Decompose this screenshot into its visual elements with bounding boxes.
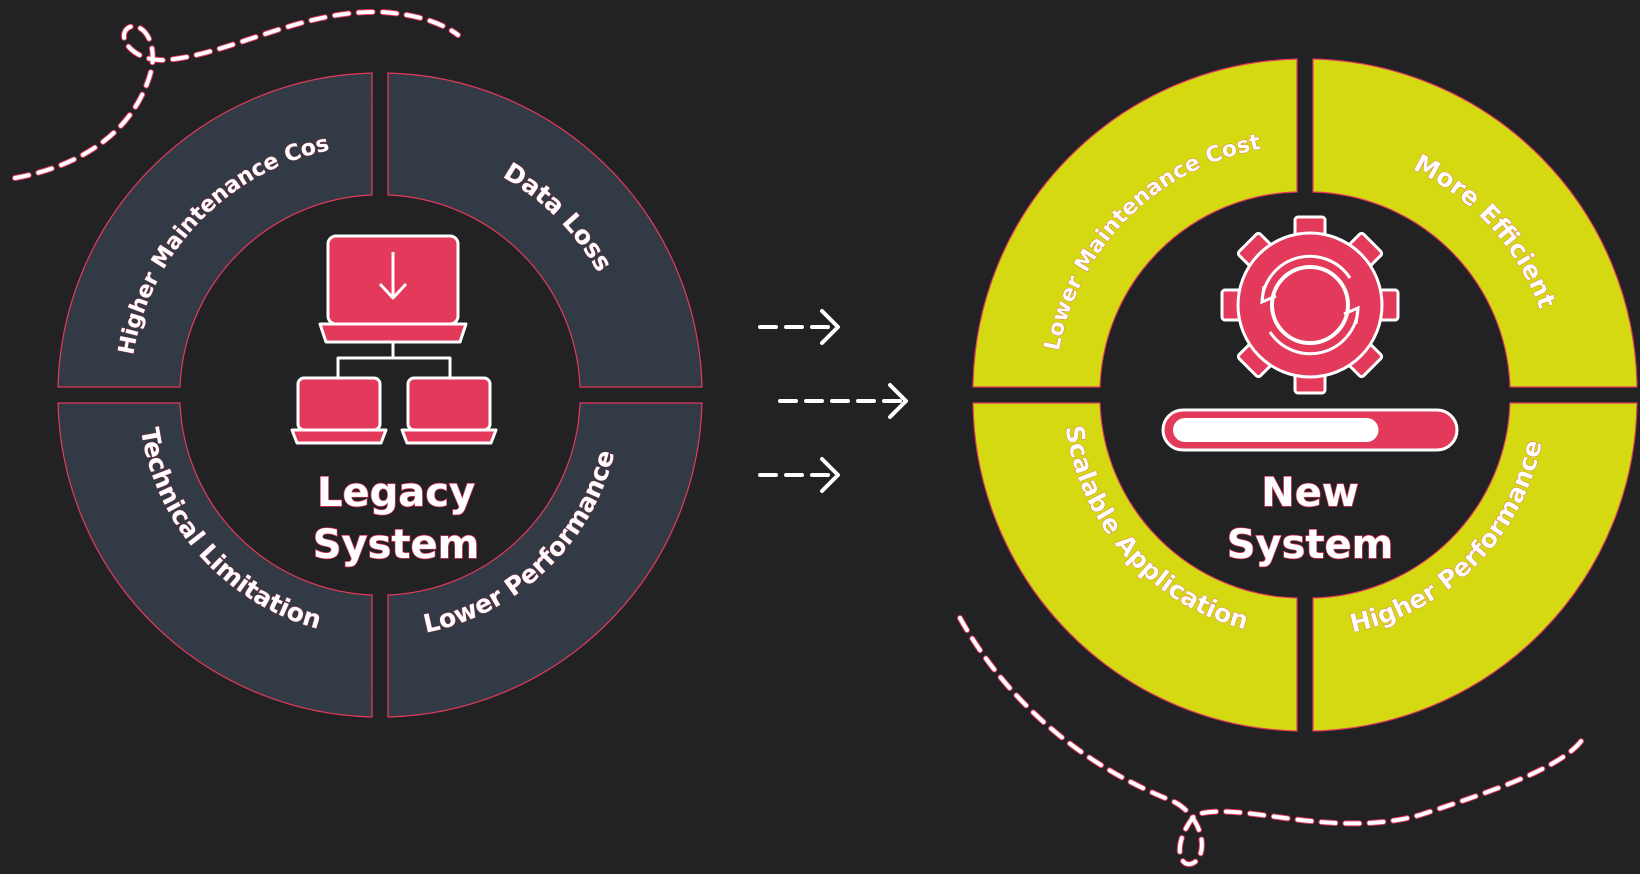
new-segment-top-left (972, 58, 1298, 388)
progress-bar (1161, 408, 1459, 452)
new-title-line1: New (1261, 470, 1359, 516)
arrow-bottom (758, 457, 840, 493)
progress-fill (1173, 418, 1379, 442)
new-title-line2: System (1227, 522, 1394, 568)
legacy-segment-top-left (57, 72, 373, 388)
network-laptops-icon (290, 234, 498, 445)
legacy-segment-bottom-right (387, 402, 703, 718)
legacy-title-line1: Legacy (317, 470, 475, 516)
dashed-arrow-icon (758, 309, 908, 493)
legacy-segment-top-right (387, 72, 703, 388)
new-segment-top-right (1312, 58, 1638, 388)
arrow-top (758, 309, 840, 345)
decorative-swirl-bottom (957, 615, 1585, 867)
decorative-swirl-top (12, 8, 461, 181)
legacy-title-line2: System (313, 522, 480, 568)
legacy-segment-bottom-left (57, 402, 373, 718)
new-segment-bottom-left (972, 402, 1298, 732)
new-segment-bottom-right (1312, 402, 1638, 732)
new-system-ring: Lower Maintenance Cost More Efficient Sc… (972, 58, 1638, 732)
gear-sync-icon (1220, 215, 1400, 395)
arrow-middle (778, 383, 908, 419)
